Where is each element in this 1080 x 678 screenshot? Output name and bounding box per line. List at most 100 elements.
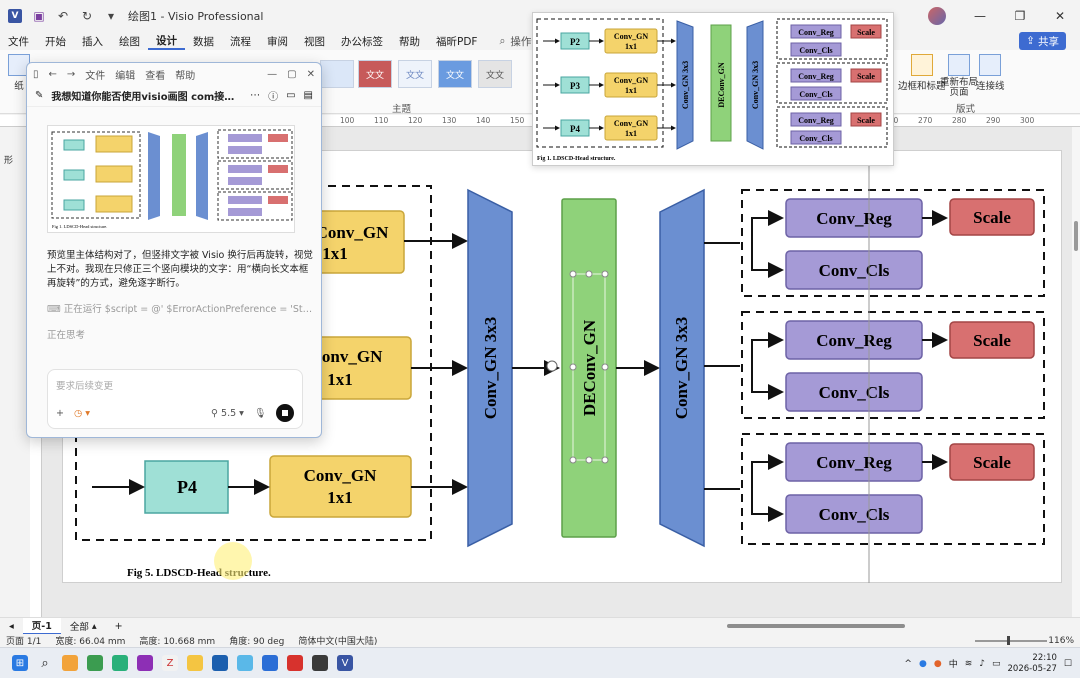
zoom-slider-knob[interactable] [1007,636,1010,645]
word-icon[interactable] [262,655,278,671]
theme-thumb-3[interactable]: 文文 [398,60,432,88]
search-icon[interactable]: ⌕ [41,655,49,671]
page-setup-button[interactable]: 纸 [8,54,30,92]
chat-menu-view[interactable]: 查看 [145,70,166,82]
chat-maximize-icon[interactable]: ▢ [287,68,297,80]
scale-box[interactable] [949,198,1035,236]
app-icon-1[interactable] [62,655,78,671]
chrome-icon[interactable] [87,655,103,671]
borders-titles-button[interactable]: 边框和标题 [898,54,946,92]
more-icon[interactable]: ⋯ [250,90,261,101]
scale-box[interactable] [949,321,1035,359]
deconv-gn-box[interactable]: DEConv_GN [561,198,617,538]
tab-review[interactable]: 审阅 [267,35,288,48]
timer-icon[interactable]: ◷ ▾ [73,407,91,419]
model-selector[interactable]: ⚲ 5.5 ▾ [211,407,244,419]
maximize-button[interactable]: ❐ [1014,9,1026,23]
close-window-button[interactable]: ✕ [1054,9,1066,23]
chat-menu-edit[interactable]: 编辑 [115,70,136,82]
theme-thumb-4[interactable]: 文文 [438,60,472,88]
horizontal-scroll-thumb[interactable] [727,624,905,628]
rotate-handle-icon[interactable] [546,360,558,372]
back-icon[interactable]: ← [48,68,57,80]
add-page-button[interactable]: + [114,620,123,632]
forward-icon[interactable]: → [66,68,76,80]
clock[interactable]: 22:10 2026-05-27 [1008,653,1057,675]
redo-icon[interactable]: ↻ [81,9,93,23]
tab-insert[interactable]: 插入 [82,35,103,48]
conv-cls-box[interactable] [785,250,923,290]
save-icon[interactable]: ▣ [33,9,45,23]
panel-icon[interactable]: ▭ [286,90,296,101]
conv-gn-1x1-bottom[interactable]: Conv_GN 1x1 [269,455,412,518]
mic-icon[interactable]: 🎙 [253,407,266,419]
status-language[interactable]: 简体中文(中国大陆) [298,637,378,647]
terminal-app-icon[interactable] [312,655,328,671]
wifi-icon[interactable]: ≋ [964,658,973,669]
tab-help[interactable]: 帮助 [399,35,420,48]
chat-preview-thumbnail[interactable]: Fig 1. LDSCD-Head structure. [47,125,295,233]
chat-menu-help[interactable]: 帮助 [175,70,196,82]
share-button[interactable]: ⇪ 共享 [1019,32,1066,50]
vertical-scrollbar[interactable] [1072,127,1080,617]
theme-thumb-5[interactable]: 文文 [478,60,512,88]
undo-icon[interactable]: ↶ [57,9,69,23]
new-chat-icon[interactable]: ✎ [35,90,44,101]
zoom-slider[interactable] [975,640,1047,642]
app-icon-3[interactable] [137,655,153,671]
app-icon-6[interactable] [287,655,303,671]
account-avatar[interactable] [928,7,946,25]
tab-home[interactable]: 开始 [45,35,66,48]
chat-minimize-icon[interactable]: — [267,68,278,80]
minimize-button[interactable]: — [974,9,986,23]
scale-box[interactable] [949,443,1035,481]
conv-gn-1x1-top[interactable]: Conv_GN 1x1 [299,210,405,274]
tab-draw[interactable]: 绘图 [119,35,140,48]
chat-composer[interactable]: 要求后续变更 + ◷ ▾ ⚲ 5.5 ▾ 🎙 [47,369,303,429]
page-tab-1[interactable]: 页-1 [22,617,61,635]
connectors-button[interactable]: 连接线 [976,54,1005,92]
tab-office-tab[interactable]: 办公标签 [341,35,383,48]
page-nav-icon[interactable]: ◂ [9,620,14,632]
notification-icon[interactable]: ☐ [1063,658,1072,669]
theme-thumb-1[interactable] [320,60,354,88]
theme-thumb-2[interactable]: 文文 [358,60,392,88]
vertical-scroll-thumb[interactable] [1074,221,1078,251]
conv-gn-3x3-left[interactable]: Conv_GN 3x3 [467,188,513,548]
tray-chevron-icon[interactable]: ^ [904,658,912,669]
layout-icon[interactable]: ▤ [303,90,313,101]
battery-icon[interactable]: ▭ [992,658,1001,669]
running-command-status[interactable]: ⌨ 正在运行 $script = @' $ErrorActionPreferen… [47,301,315,315]
app-icon-2[interactable] [112,655,128,671]
conv-cls-box[interactable] [785,372,923,412]
chat-menu-file[interactable]: 文件 [85,70,106,82]
file-explorer-icon[interactable] [187,655,203,671]
all-pages-tab[interactable]: 全部 ▴ [69,620,97,634]
conv-gn-3x3-right[interactable]: Conv_GN 3x3 [659,188,705,548]
status-page[interactable]: 页面 1/1 [6,637,42,647]
info-icon[interactable]: ⓘ [268,92,279,103]
stop-generation-button[interactable] [276,404,294,422]
sidebar-toggle-icon[interactable]: ▯ [33,68,39,80]
tab-file[interactable]: 文件 [8,35,29,48]
customize-dropdown-icon[interactable]: ▾ [107,9,115,23]
tab-foxit-pdf[interactable]: 福昕PDF [436,35,478,48]
tray-app-icon-2[interactable]: ● [933,658,942,669]
app-icon-4[interactable]: Z [162,655,178,671]
conv-gn-1x1-middle[interactable]: Conv_GN 1x1 [299,336,412,400]
app-icon-5[interactable] [237,655,253,671]
chat-close-icon[interactable]: ✕ [306,68,315,80]
volume-icon[interactable]: ♪ [979,658,985,669]
shapes-pane-collapsed[interactable]: 绘图 形 [0,115,30,620]
tab-view[interactable]: 视图 [304,35,325,48]
visio-taskbar-icon[interactable]: V [337,655,353,671]
mail-icon[interactable] [212,655,228,671]
windows-start-icon[interactable]: ⊞ [12,655,28,671]
tray-lang[interactable]: 中 [948,660,958,670]
relayout-page-button[interactable]: 重新布局 页面 [940,54,978,98]
p4-input-box[interactable]: P4 [144,460,229,514]
tab-design[interactable]: 设计 [148,33,185,50]
tab-data[interactable]: 数据 [193,35,214,48]
tab-process[interactable]: 流程 [230,35,251,48]
